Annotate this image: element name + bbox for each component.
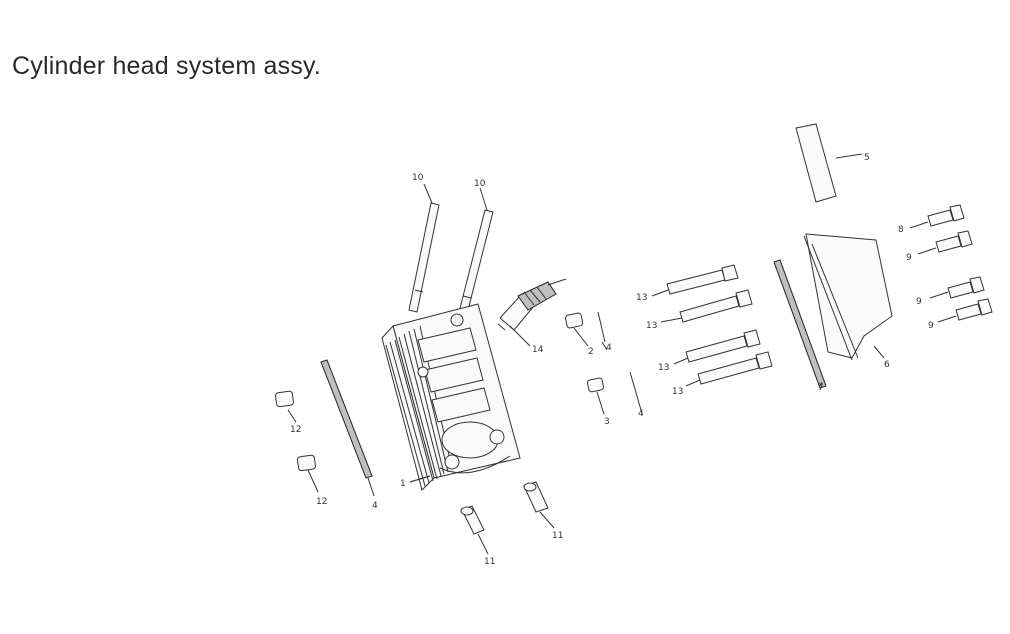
cover-bolt-2: [935, 230, 973, 253]
callout-labels: 10 10 5 14 2 4 3 4 13 13 13 13 7 6 8 9 9…: [290, 153, 934, 567]
cylinder-head: [381, 303, 521, 491]
cylinder-head-cover: [803, 233, 893, 361]
dowel-pin-upper: [597, 311, 606, 343]
callout-9: 9: [906, 253, 912, 263]
callout-1: 1: [400, 479, 406, 489]
callout-9: 9: [928, 321, 934, 331]
callout-13: 13: [672, 387, 683, 397]
leader-lines: [287, 153, 957, 555]
callout-10: 10: [412, 173, 424, 183]
head-bolt-3: [685, 329, 761, 363]
cap-12-lower: [296, 454, 316, 472]
dowel-pin-lower: [629, 371, 642, 411]
callout-4: 4: [372, 501, 378, 511]
callout-8: 8: [898, 225, 904, 235]
fitting-11-left: [460, 505, 485, 535]
head-cover-gasket: [773, 259, 827, 389]
cover-part-5: [795, 123, 837, 203]
callout-4: 4: [638, 409, 644, 419]
callout-11: 11: [484, 557, 495, 567]
seal-cap-3: [586, 377, 605, 393]
head-bolt-1: [666, 264, 739, 295]
callout-14: 14: [532, 345, 544, 355]
callout-13: 13: [636, 293, 647, 303]
seal-cap-2: [564, 312, 584, 329]
cover-bolt-4: [955, 298, 993, 321]
callout-13: 13: [646, 321, 657, 331]
diagram-title: Cylinder head system assy.: [12, 52, 322, 80]
callout-13: 13: [658, 363, 669, 373]
head-bolt-4: [697, 351, 773, 385]
callout-7: 7: [818, 383, 824, 393]
spark-plug: [497, 278, 567, 331]
head-gasket: [320, 359, 373, 479]
stud-right: [457, 209, 494, 319]
callout-4: 4: [606, 343, 612, 353]
callout-9: 9: [916, 297, 922, 307]
callout-10: 10: [474, 179, 486, 189]
stud-left: [408, 202, 440, 313]
callout-2: 2: [588, 347, 594, 357]
head-bolt-2: [679, 289, 753, 323]
cover-bolt-3: [947, 276, 985, 299]
cover-bolt-1: [927, 204, 965, 227]
cap-12-upper: [274, 390, 294, 408]
callout-6: 6: [884, 360, 890, 370]
callout-12: 12: [316, 497, 327, 507]
fitting-11-right: [523, 481, 549, 513]
callout-12: 12: [290, 425, 301, 435]
callout-11: 11: [552, 531, 563, 541]
callout-5: 5: [864, 153, 870, 163]
callout-3: 3: [604, 417, 610, 427]
